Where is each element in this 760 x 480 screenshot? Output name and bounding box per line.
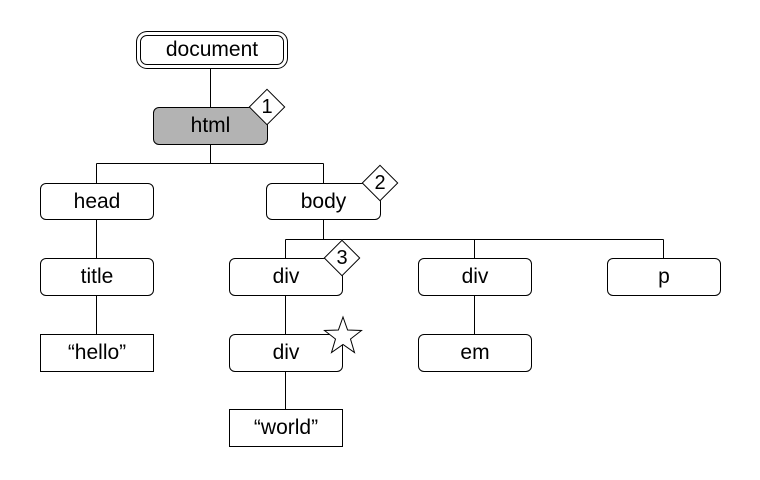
node-div-nested: div	[229, 334, 343, 372]
badge-1-number: 1	[261, 95, 273, 118]
node-text-hello-label: “hello”	[67, 341, 127, 364]
node-html-label: html	[190, 114, 231, 137]
node-head: head	[40, 183, 154, 220]
badge-2-number: 2	[374, 171, 386, 194]
node-text-world-label: “world”	[253, 416, 319, 439]
node-text-world: “world”	[229, 409, 343, 447]
node-p-label: p	[658, 265, 670, 288]
node-html: html	[153, 107, 268, 145]
node-em-label: em	[460, 341, 490, 364]
node-document: document	[140, 35, 284, 65]
node-div-1-label: div	[272, 265, 300, 288]
node-body-label: body	[300, 189, 347, 213]
badge-1-diamond: 1	[248, 88, 286, 126]
node-p: p	[607, 258, 721, 296]
star-icon	[323, 315, 363, 354]
node-div-nested-label: div	[272, 341, 300, 364]
node-head-label: head	[73, 189, 121, 213]
badge-2-diamond: 2	[361, 164, 399, 202]
node-em: em	[418, 334, 532, 372]
node-text-hello: “hello”	[40, 334, 154, 372]
node-div-2: div	[418, 258, 532, 296]
node-title: title	[40, 258, 154, 296]
node-body: body	[266, 183, 381, 220]
badge-3-diamond: 3	[323, 239, 361, 277]
node-div-2-label: div	[461, 265, 489, 288]
badge-3-number: 3	[336, 246, 348, 269]
node-div-1: div	[229, 258, 343, 296]
node-document-label: document	[165, 38, 259, 61]
node-title-label: title	[80, 265, 114, 288]
